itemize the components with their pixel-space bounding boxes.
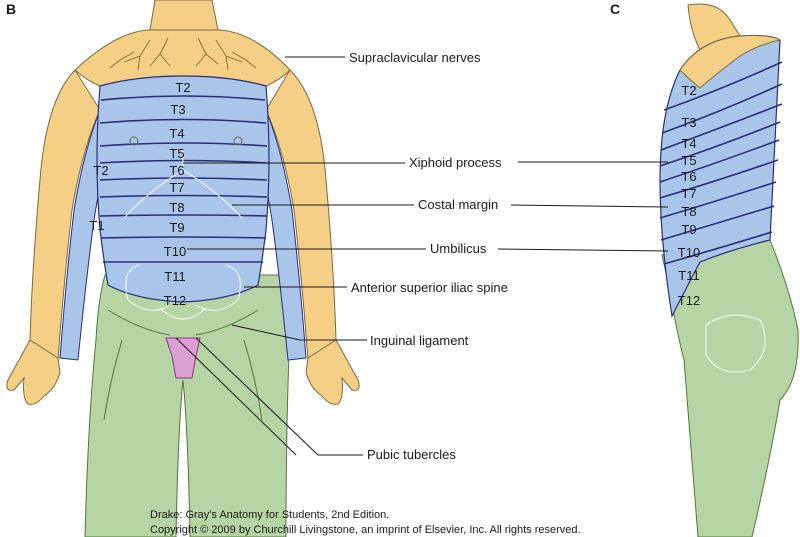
front-seg-T5: T5 [169, 146, 184, 161]
right-hand [305, 339, 360, 405]
front-skeleton [123, 150, 243, 320]
panel-label-side: C [610, 1, 620, 17]
front-view: T2 T3 T4 T5 T6 T7 T8 T9 T10 T11 T12 T2 T… [6, 0, 508, 537]
lumbar-green-region [84, 274, 291, 537]
side-seg-T7: T7 [681, 186, 696, 201]
credit-line-1: Drake: Gray's Anatomy for Students, 2nd … [150, 509, 389, 521]
side-seg-T4: T4 [681, 136, 696, 151]
side-band-lines [659, 61, 783, 265]
left-nipple [129, 136, 139, 146]
front-arm-seg-T1: T1 [89, 218, 104, 233]
thoracic-blue-trunk [96, 75, 270, 303]
side-seg-T10: T10 [678, 245, 700, 260]
front-annotations: Supraclavicular nerves Xiphoid process C… [349, 50, 508, 462]
front-leader-lines [175, 56, 426, 456]
figure-credit: Drake: Gray's Anatomy for Students, 2nd … [150, 509, 581, 536]
side-view: T2 T3 T4 T5 T6 T7 T8 T9 T10 T11 T12 C [497, 1, 799, 537]
front-seg-T8: T8 [169, 200, 184, 215]
front-seg-T11: T11 [164, 269, 185, 284]
side-seg-T8: T8 [681, 204, 696, 219]
right-inguinal-line [195, 309, 259, 336]
label-costal: Costal margin [418, 197, 498, 212]
credit-line-2: Copyright © 2009 by Churchill Livingston… [150, 524, 581, 536]
side-segment-labels: T2 T3 T4 T5 T6 T7 T8 T9 T10 T11 T12 [678, 83, 700, 308]
label-supraclavicular: Supraclavicular nerves [349, 50, 481, 65]
front-seg-T6: T6 [169, 163, 184, 178]
side-yellow-cap [679, 35, 782, 89]
side-pelvis [705, 314, 766, 373]
left-thigh-line [103, 339, 123, 421]
right-nipple [233, 136, 243, 146]
side-seg-T12: T12 [678, 293, 700, 308]
left-hand [6, 339, 61, 405]
side-seg-T3: T3 [681, 115, 696, 130]
label-umbilicus: Umbilicus [430, 241, 487, 256]
side-seg-T9: T9 [681, 222, 696, 237]
side-seg-T5: T5 [681, 153, 696, 168]
side-lumbar-green [661, 239, 799, 537]
front-seg-T4: T4 [169, 126, 184, 141]
front-seg-T12: T12 [164, 293, 186, 308]
front-seg-T9: T9 [169, 220, 184, 235]
side-seg-T6: T6 [681, 169, 696, 184]
front-band-lines [99, 95, 268, 263]
front-seg-T2: T2 [175, 80, 190, 95]
neck-region [149, 0, 219, 31]
side-seg-T11: T11 [678, 268, 699, 283]
label-asis: Anterior superior iliac spine [351, 280, 508, 295]
front-seg-T7: T7 [169, 180, 184, 195]
label-inguinal: Inguinal ligament [370, 333, 469, 348]
supraclavicular-branches [109, 37, 257, 71]
genital-region [165, 337, 201, 379]
right-thigh-line [243, 339, 263, 421]
front-seg-T3: T3 [170, 102, 185, 117]
panel-label-front: B [6, 1, 16, 17]
label-xiphoid: Xiphoid process [409, 155, 502, 170]
front-seg-T10: T10 [164, 244, 186, 259]
label-pubic: Pubic tubercles [367, 447, 456, 462]
side-seg-T2: T2 [681, 83, 696, 98]
side-leader-lines [497, 161, 669, 252]
front-segment-labels: T2 T3 T4 T5 T6 T7 T8 T9 T10 T11 T12 T2 T… [89, 80, 190, 308]
front-arm-seg-T2: T2 [93, 163, 108, 178]
left-inguinal-line [107, 309, 171, 336]
